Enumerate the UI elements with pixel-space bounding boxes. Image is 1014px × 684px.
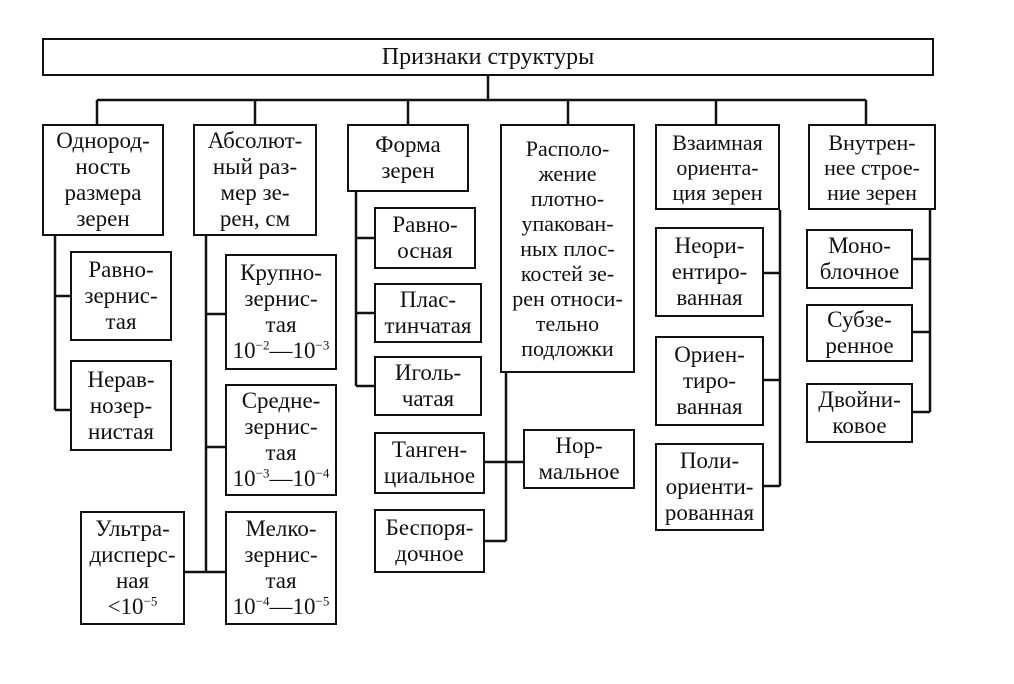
category-uniformity-label: Однород- ность размера зерен bbox=[56, 128, 150, 231]
category-plane-arrangement-label: Располо- жение плотно- упакован- ных пло… bbox=[512, 136, 623, 361]
shape-equiaxed: Равно- осная bbox=[374, 207, 476, 269]
arrangement-tangential: Танген- циальное bbox=[374, 432, 485, 494]
internal-monoblock-label: Моно- блочное bbox=[819, 233, 900, 284]
size-fine-text: Мелко- зернис- тая bbox=[244, 516, 318, 593]
internal-twinned-label: Двойни- ковое bbox=[818, 387, 901, 438]
category-grain-shape: Форма зерен bbox=[347, 124, 469, 192]
shape-equiaxed-label: Равно- осная bbox=[392, 212, 458, 263]
internal-subgrain: Субзе- ренное bbox=[806, 304, 913, 362]
size-coarse-range: 10−2—10−3 bbox=[232, 337, 330, 363]
category-uniformity: Однород- ность размера зерен bbox=[42, 124, 164, 236]
size-fine-label: Мелко- зернис- тая 10−4—10−5 bbox=[233, 516, 330, 620]
category-internal-structure: Внутрен- нее строе- ние зерен bbox=[808, 124, 936, 210]
size-fine: Мелко- зернис- тая 10−4—10−5 bbox=[225, 511, 337, 625]
orientation-nonoriented: Неори- ентиро- ванная bbox=[655, 227, 764, 317]
size-medium-label: Средне- зернис- тая 10−3—10−4 bbox=[233, 388, 330, 492]
uniformity-nonuniform: Нерав- нозер- нистая bbox=[70, 360, 172, 451]
uniformity-nonuniform-label: Нерав- нозер- нистая bbox=[87, 366, 155, 444]
size-ultradisperse-label: Ультра- дисперс- ная <10−5 bbox=[89, 516, 175, 620]
diagram-title: Признаки структуры bbox=[42, 38, 934, 76]
shape-lamellar: Плас- тинчатая bbox=[374, 283, 482, 343]
category-mutual-orientation: Взаимная ориента- ция зерен bbox=[655, 124, 780, 210]
category-plane-arrangement: Располо- жение плотно- упакован- ных пло… bbox=[500, 124, 635, 373]
shape-acicular-label: Иголь- чатая bbox=[394, 360, 462, 411]
size-fine-range: 10−4—10−5 bbox=[232, 593, 330, 619]
arrangement-random-label: Беспоря- дочное bbox=[385, 515, 474, 566]
size-ultradisperse-text: Ультра- дисперс- ная bbox=[89, 516, 176, 593]
internal-monoblock: Моно- блочное bbox=[806, 229, 913, 289]
arrangement-tangential-label: Танген- циальное bbox=[383, 437, 476, 488]
orientation-oriented: Ориен- тиро- ванная bbox=[655, 336, 764, 426]
shape-acicular: Иголь- чатая bbox=[374, 356, 482, 416]
size-medium: Средне- зернис- тая 10−3—10−4 bbox=[225, 384, 337, 496]
size-medium-range: 10−3—10−4 bbox=[232, 465, 330, 491]
internal-twinned: Двойни- ковое bbox=[806, 383, 913, 443]
size-coarse-label: Крупно- зернис- тая 10−2—10−3 bbox=[233, 260, 330, 364]
uniformity-equigranular: Равно- зернис- тая bbox=[70, 251, 172, 341]
orientation-polyoriented: Поли- ориенти- рованная bbox=[655, 443, 764, 531]
orientation-oriented-label: Ориен- тиро- ванная bbox=[674, 342, 745, 419]
category-absolute-size-label: Абсолют- ный раз- мер зе- рен, см bbox=[207, 128, 303, 231]
category-grain-shape-label: Форма зерен bbox=[375, 132, 441, 183]
diagram-title-text: Признаки структуры bbox=[381, 44, 595, 70]
uniformity-equigranular-label: Равно- зернис- тая bbox=[84, 257, 158, 334]
size-medium-text: Средне- зернис- тая bbox=[241, 388, 321, 465]
orientation-nonoriented-label: Неори- ентиро- ванная bbox=[671, 233, 748, 310]
arrangement-normal-label: Нор- мальное bbox=[538, 433, 620, 484]
size-ultradisperse-range: <10−5 bbox=[107, 593, 158, 619]
size-coarse: Крупно- зернис- тая 10−2—10−3 bbox=[225, 254, 337, 370]
arrangement-random: Беспоря- дочное bbox=[374, 509, 485, 573]
category-internal-structure-label: Внутрен- нее строе- ние зерен bbox=[824, 129, 920, 205]
orientation-polyoriented-label: Поли- ориенти- рованная bbox=[664, 448, 755, 525]
size-ultradisperse: Ультра- дисперс- ная <10−5 bbox=[80, 511, 185, 625]
shape-lamellar-label: Плас- тинчатая bbox=[384, 287, 472, 338]
size-coarse-text: Крупно- зернис- тая bbox=[240, 260, 322, 337]
arrangement-normal: Нор- мальное bbox=[523, 429, 635, 489]
category-absolute-size: Абсолют- ный раз- мер зе- рен, см bbox=[193, 124, 317, 236]
category-mutual-orientation-label: Взаимная ориента- ция зерен bbox=[672, 129, 763, 205]
internal-subgrain-label: Субзе- ренное bbox=[825, 307, 894, 358]
